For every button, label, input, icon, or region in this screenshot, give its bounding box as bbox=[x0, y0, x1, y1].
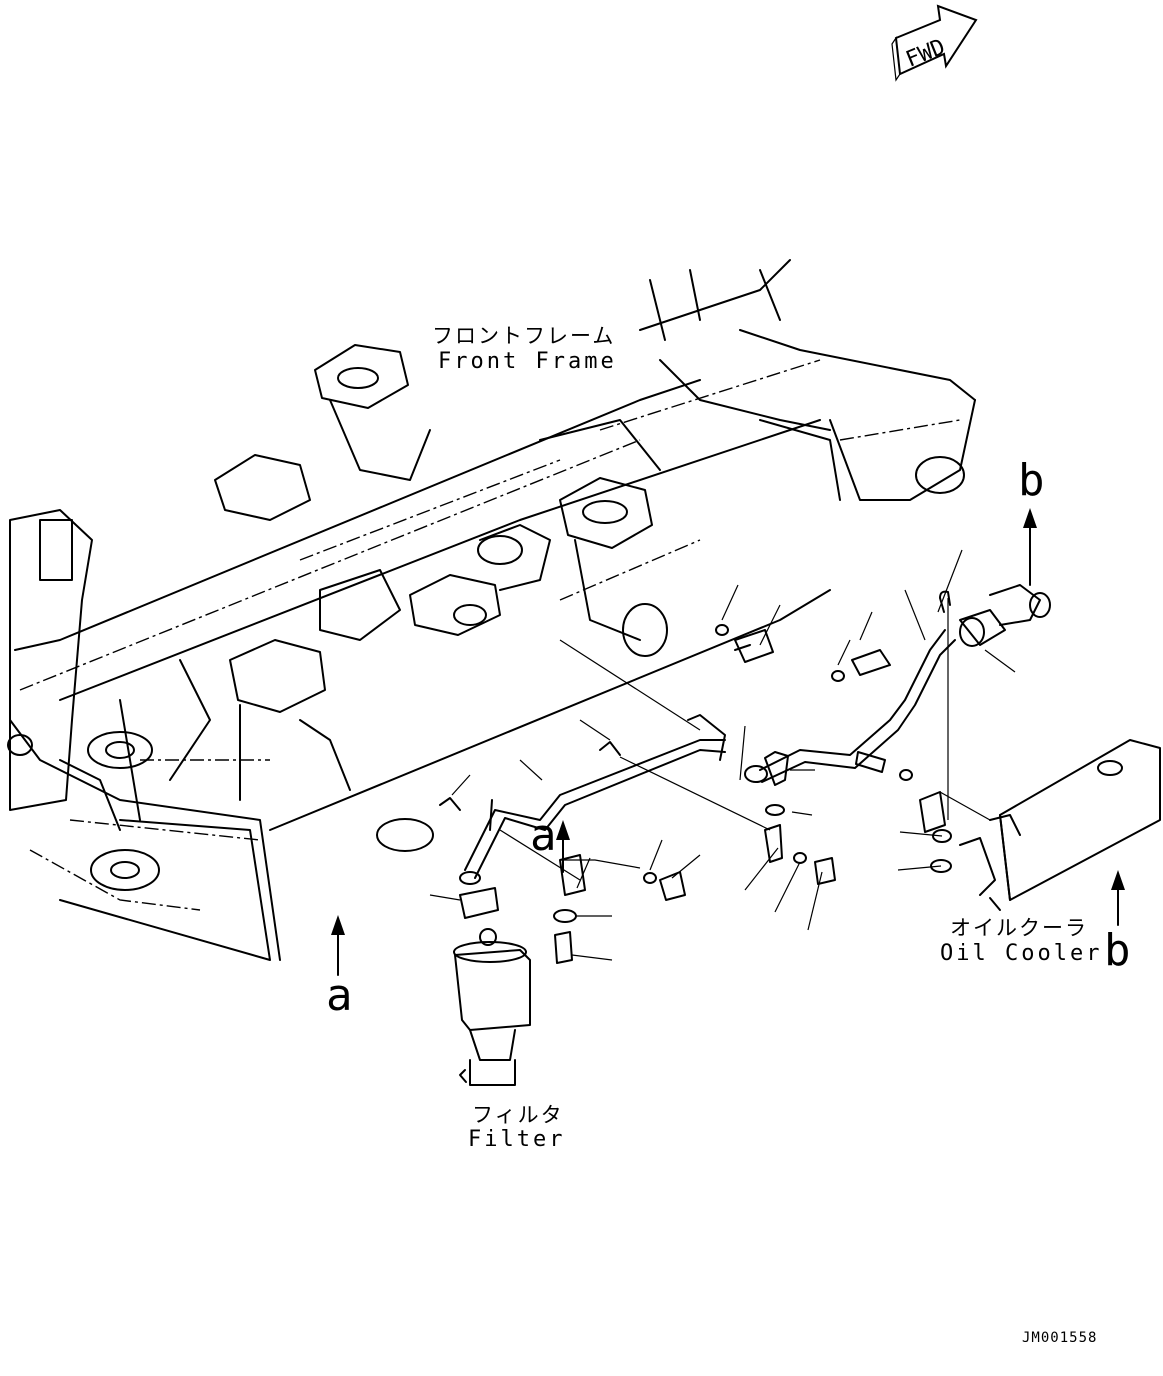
drawing-code: JM001558 bbox=[1022, 1330, 1097, 1346]
front-frame-drawing bbox=[7, 259, 976, 961]
filter-drawing bbox=[453, 928, 531, 1086]
oil-cooler-drawing bbox=[919, 739, 1161, 911]
ref-b-right: b bbox=[1104, 925, 1131, 976]
front-frame-label-jp: フロントフレーム bbox=[432, 324, 615, 348]
reference-arrows bbox=[331, 508, 1125, 976]
oil-cooler-label-jp: オイルクーラ bbox=[950, 916, 1088, 940]
filter-label-en: Filter bbox=[468, 1127, 565, 1152]
ref-a-lower: a bbox=[326, 970, 353, 1021]
ref-b-top: b bbox=[1018, 455, 1045, 506]
piping-assembly bbox=[459, 584, 1051, 885]
filter-label-jp: フィルタ bbox=[472, 1103, 564, 1127]
fwd-arrow-icon: FWD bbox=[891, 4, 978, 82]
front-frame-label-en: Front Frame bbox=[438, 349, 617, 374]
ref-a-upper: a bbox=[530, 810, 557, 861]
leader-lines bbox=[429, 549, 1016, 961]
oil-cooler-label-en: Oil Cooler bbox=[940, 941, 1102, 966]
